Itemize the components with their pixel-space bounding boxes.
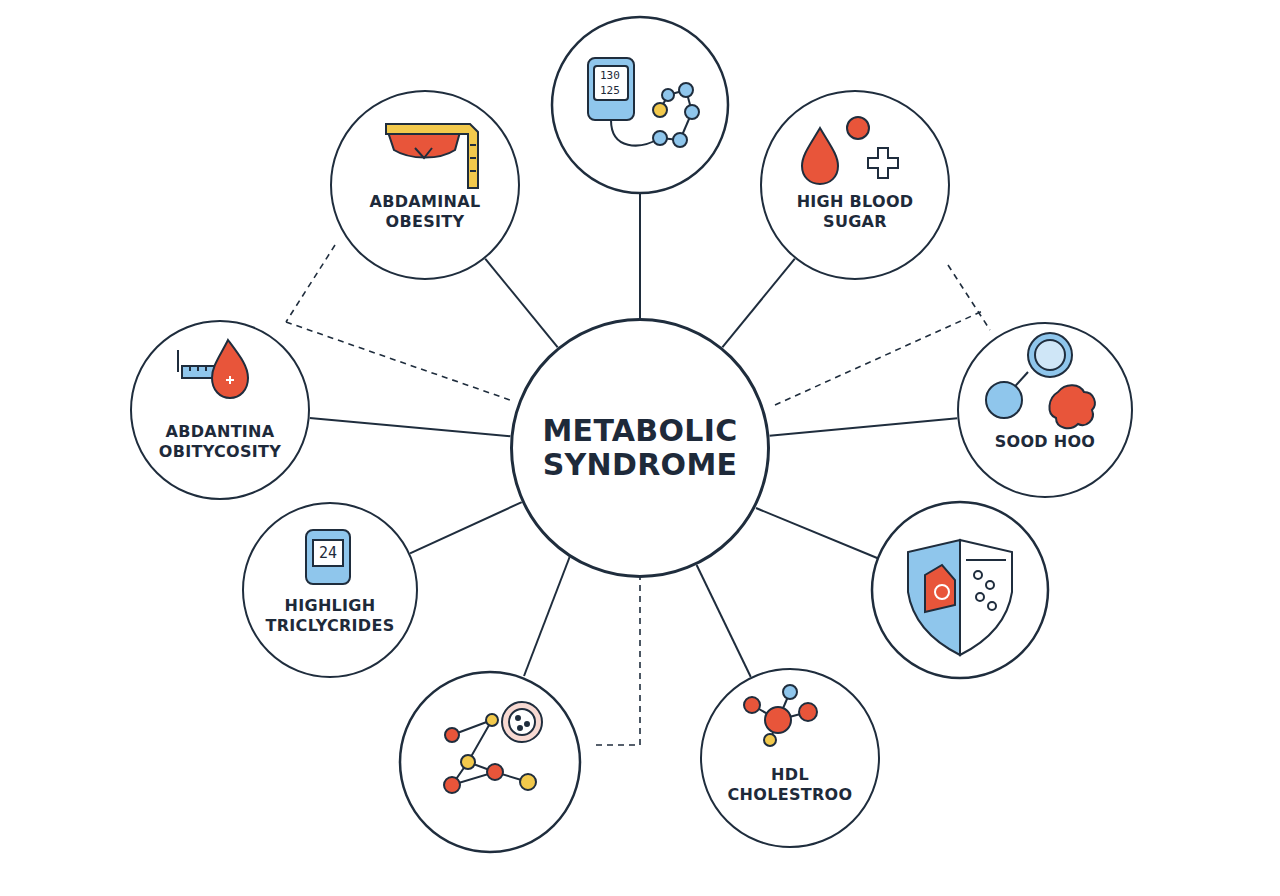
spoke-line <box>639 193 641 318</box>
icon-circle <box>400 672 580 852</box>
dashed-line <box>948 265 990 330</box>
factor-label: SOOD HOO <box>975 432 1115 452</box>
dashed-line <box>286 322 510 400</box>
spoke-line <box>756 508 882 560</box>
molecule-icon <box>744 685 817 746</box>
icon-circle <box>552 17 728 193</box>
dashed-line <box>596 578 640 745</box>
dashed-line <box>286 245 335 322</box>
hub-title: METABOLIC SYNDROME <box>525 414 755 483</box>
spoke-line <box>310 418 511 436</box>
factor-circle: HIGH BLOOD SUGAR <box>760 90 950 280</box>
factor-circle: SOOD HOO <box>957 322 1133 498</box>
factor-label: HDL CHOLESTROO <box>715 765 865 805</box>
circle-grounds <box>130 90 1133 848</box>
shield-icon <box>908 540 1012 655</box>
display-number: 24 <box>319 546 337 561</box>
blood-drop-icon <box>802 117 898 184</box>
factor-label: ABDANTINA OBITYCOSITY <box>145 422 295 462</box>
magnifier-cells-icon <box>986 333 1095 428</box>
spoke-line <box>769 418 957 436</box>
display-number: 125 <box>600 85 620 96</box>
network-icon <box>444 702 542 793</box>
factor-circle: ABDANTINA OBITYCOSITY <box>130 320 310 500</box>
spoke-line <box>485 259 558 348</box>
dashed-line <box>775 310 985 405</box>
factor-circle: HIGHLIGH TRICLYCRIDES <box>242 502 418 678</box>
icon-circle <box>872 502 1048 678</box>
spoke-line <box>697 565 751 677</box>
blood-pressure-monitor <box>588 58 699 147</box>
factor-circle: ABDAMINAL OBESITY <box>330 90 520 280</box>
syringe-drop-icon <box>178 340 248 398</box>
tablet-icon <box>306 530 350 584</box>
factor-label: HIGHLIGH TRICLYCRIDES <box>255 596 405 636</box>
waist-tape-icon <box>386 124 478 188</box>
display-number: 130 <box>600 70 620 81</box>
factor-label: HIGH BLOOD SUGAR <box>780 192 930 232</box>
factor-circle: HDL CHOLESTROO <box>700 668 880 848</box>
spoke-line <box>524 556 570 676</box>
factor-label: ABDAMINAL OBESITY <box>350 192 500 232</box>
spoke-line <box>410 502 522 553</box>
hub-circle: METABOLIC SYNDROME <box>510 318 770 578</box>
spoke-line <box>722 259 795 348</box>
